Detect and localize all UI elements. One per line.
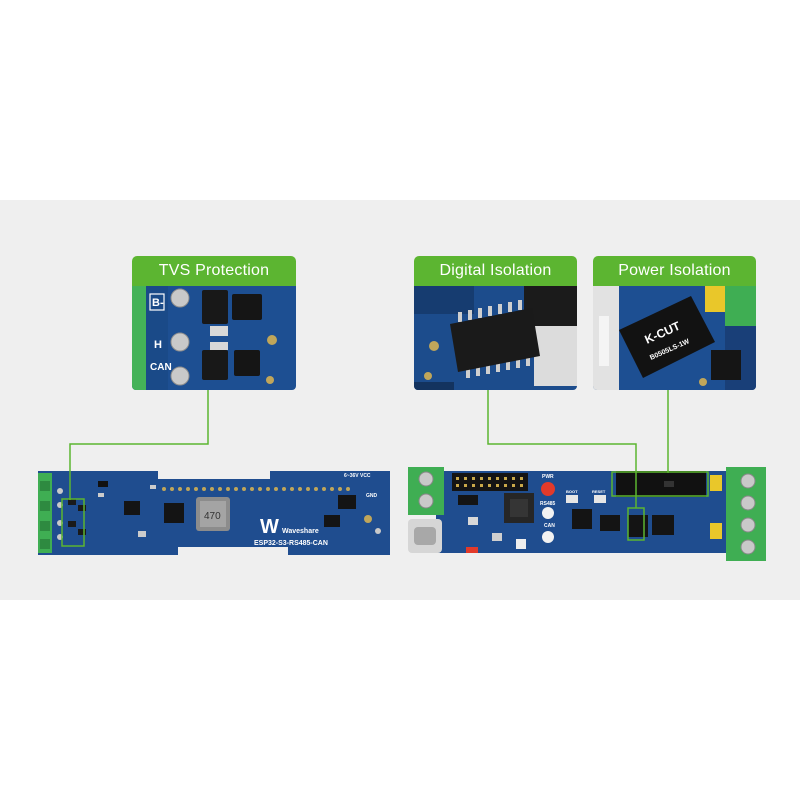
power-isolation-label: Power Isolation xyxy=(593,256,756,286)
right-board-photo: PWR RS485 CAN BOOT RESET xyxy=(408,467,766,561)
board-brand-silkscreen: Waveshare xyxy=(282,528,319,535)
power-isolation-zoom-photo: K-CUT B0505LS-1W xyxy=(593,286,756,390)
tvs-zoom-photo: B- H CAN xyxy=(132,286,296,390)
boot-button-label: BOOT xyxy=(566,489,578,494)
can-led-label: CAN xyxy=(544,523,555,529)
digital-isolation-label: Digital Isolation xyxy=(414,256,577,286)
terminal-label-can: CAN xyxy=(150,362,172,373)
boot-button xyxy=(566,495,578,503)
terminal-label-h: H xyxy=(154,339,162,351)
terminal-label-b: B- xyxy=(152,297,164,309)
inductor-marking: 470 xyxy=(204,511,221,522)
gnd-silkscreen: GND xyxy=(366,493,378,499)
tvs-protection-label: TVS Protection xyxy=(132,256,296,286)
vcc-silkscreen: 6~36V VCC xyxy=(344,473,371,479)
left-board-photo: 470 W Waveshare ESP32-S3-RS485-CAN 6~36V… xyxy=(38,471,390,555)
reset-button-label: RESET xyxy=(592,489,606,494)
pwr-led-label: PWR xyxy=(542,474,554,480)
board-model-silkscreen: ESP32-S3-RS485-CAN xyxy=(254,540,328,547)
rs485-led-label: RS485 xyxy=(540,501,556,507)
reset-button xyxy=(594,495,606,503)
waveshare-logo-icon: W xyxy=(260,516,279,538)
digital-isolation-zoom-photo xyxy=(414,286,577,390)
